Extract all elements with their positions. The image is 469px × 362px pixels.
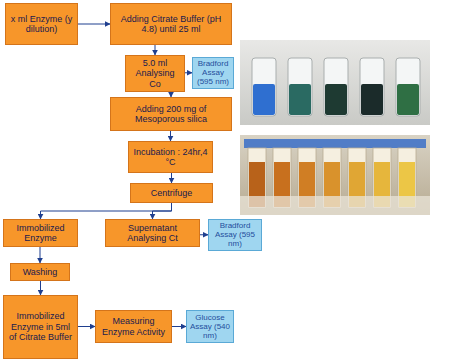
flow-arrow [155, 45, 156, 55]
vial [360, 58, 384, 116]
vial [324, 58, 348, 116]
process-box: Immobilized Enzyme in 5ml of Citrate Buf… [3, 295, 78, 359]
flow-arrow [172, 326, 186, 327]
process-box: Incubation : 24hr,4 °C [128, 141, 213, 173]
flow-arrow [200, 234, 208, 235]
box-label: Immobilized Enzyme in 5ml of Citrate Buf… [7, 311, 74, 342]
box-label: 5.0 ml Analysing Co [129, 58, 181, 89]
tubes-photo [240, 135, 430, 215]
flow-arrow [78, 24, 110, 25]
flow-arrow [185, 72, 192, 73]
box-label: Supernatant Analysing Ct [109, 223, 196, 244]
box-label: Immobilized Enzyme [7, 223, 74, 244]
vial [396, 58, 420, 116]
vial [252, 58, 276, 116]
process-box: Centrifuge [130, 183, 213, 203]
assay-box: Bradford Assay (595 nm) [192, 57, 234, 89]
process-box: x ml Enzyme (y dilution) [5, 3, 78, 45]
box-label: Washing [23, 267, 58, 277]
vial [288, 58, 312, 116]
process-box: Adding Citrate Buffer (pH 4.8) until 25 … [110, 3, 232, 45]
process-box: Immobilized Enzyme [3, 219, 78, 247]
box-label: Incubation : 24hr,4 °C [132, 147, 209, 168]
box-label: Measuring Enzyme Activity [99, 316, 168, 337]
flow-arrow [171, 173, 172, 183]
flow-arrow [41, 203, 172, 219]
assay-box: Bradford Assay (595 nm) [208, 219, 262, 251]
flow-arrow [78, 326, 95, 327]
vials-photo [240, 40, 430, 125]
box-label: Adding Citrate Buffer (pH 4.8) until 25 … [114, 14, 228, 35]
process-box: Adding 200 mg of Mesoporous silica [110, 97, 232, 131]
flow-arrow [40, 247, 41, 263]
flow-arrow [170, 131, 171, 141]
box-label: x ml Enzyme (y dilution) [9, 14, 74, 35]
flow-arrow [40, 281, 41, 295]
box-label: Bradford Assay (595 nm) [210, 221, 260, 249]
process-box: Supernatant Analysing Ct [105, 219, 200, 247]
assay-box: Glucose Assay (540 nm) [186, 310, 234, 343]
flow-arrow [153, 203, 172, 219]
box-label: Adding 200 mg of Mesoporous silica [114, 104, 228, 125]
process-box: 5.0 ml Analysing Co [125, 55, 185, 92]
box-label: Centrifuge [151, 188, 193, 198]
box-label: Glucose Assay (540 nm) [188, 313, 232, 341]
process-box: Washing [10, 263, 70, 281]
process-box: Measuring Enzyme Activity [95, 310, 172, 343]
box-label: Bradford Assay (595 nm) [194, 59, 232, 87]
